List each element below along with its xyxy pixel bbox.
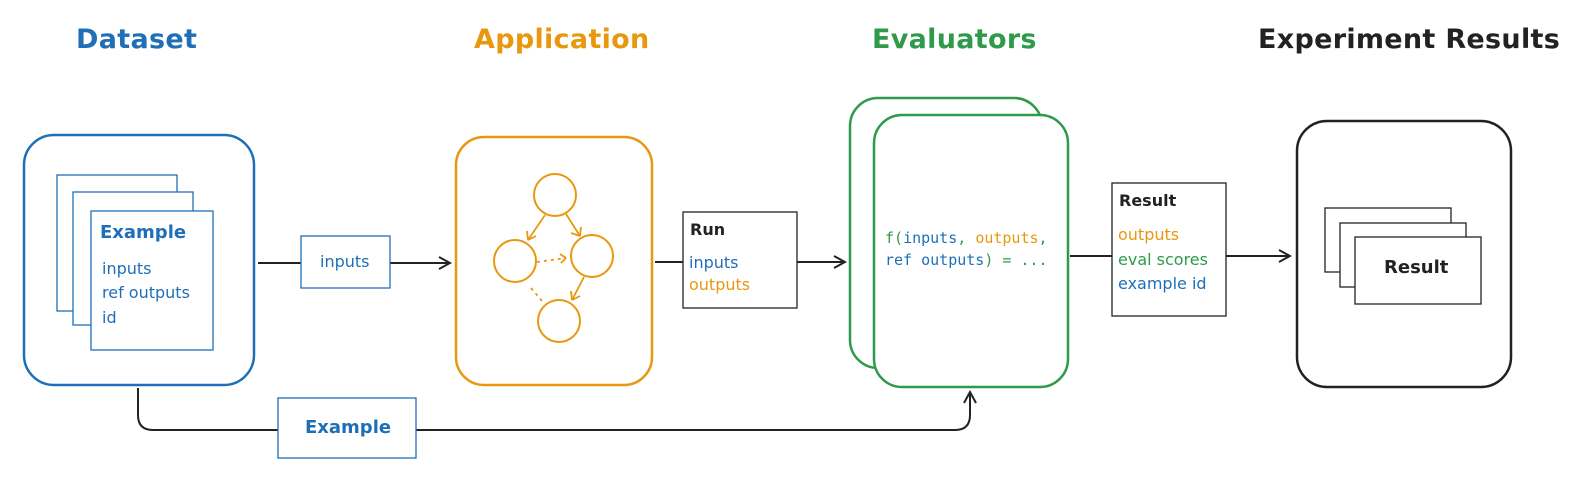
- graph-node-right: [570, 234, 614, 278]
- result-card-label: Result: [1119, 191, 1177, 210]
- example-field-id: id: [102, 308, 117, 327]
- example-card-front: [90, 210, 214, 351]
- code-comma-1: ,: [957, 229, 976, 247]
- results-container: [1295, 119, 1513, 389]
- dataset-container: [22, 133, 256, 387]
- run-box: [682, 211, 798, 309]
- code-ref-outputs: ref outputs: [885, 251, 985, 269]
- arrow-dataset-to-evaluators: [137, 388, 970, 431]
- result-field-eval-scores: eval scores: [1118, 250, 1208, 269]
- code-fn-open: f(: [885, 229, 904, 247]
- run-field-inputs: inputs: [689, 253, 739, 272]
- result-box: [1111, 182, 1227, 317]
- results-card-front: [1354, 236, 1482, 305]
- evaluators-title: Evaluators: [872, 24, 1037, 55]
- evaluator-code-line-2: ref outputs) = ...: [885, 248, 1048, 272]
- graph-node-bottom: [537, 299, 581, 343]
- run-field-outputs: outputs: [689, 275, 751, 294]
- evaluator-code-line-1: f(inputs, outputs,: [885, 226, 1048, 250]
- inputs-label: inputs: [320, 252, 370, 271]
- code-comma-2: ,: [1038, 229, 1048, 247]
- results-card-label: Result: [1384, 257, 1449, 278]
- example-field-ref-outputs: ref outputs: [102, 283, 190, 302]
- inputs-box: [300, 235, 391, 289]
- dataset-title: Dataset: [76, 24, 198, 55]
- result-field-outputs: outputs: [1118, 225, 1180, 244]
- run-card-label: Run: [690, 220, 726, 239]
- graph-edges: [526, 213, 585, 303]
- application-title: Application: [474, 24, 650, 55]
- code-fn-close: ) = ...: [984, 251, 1048, 269]
- example-card-label: Example: [100, 222, 187, 243]
- example-path-label: Example: [305, 417, 392, 438]
- graph-node-left: [493, 239, 537, 283]
- evaluator-container-front: [872, 113, 1070, 389]
- code-outputs: outputs: [975, 229, 1039, 247]
- application-container: [454, 135, 654, 387]
- example-field-inputs: inputs: [102, 259, 152, 278]
- code-inputs: inputs: [903, 229, 958, 247]
- graph-node-top: [533, 173, 577, 217]
- example-box: [277, 397, 417, 459]
- experiment-results-title: Experiment Results: [1258, 24, 1561, 55]
- result-field-example-id: example id: [1118, 274, 1207, 293]
